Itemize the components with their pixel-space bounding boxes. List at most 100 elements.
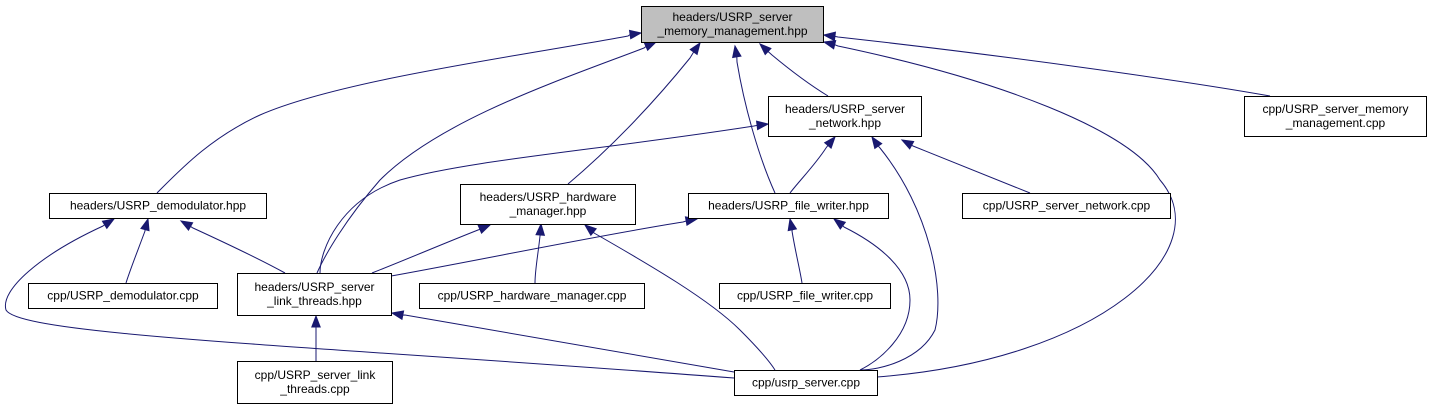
edge-arrowhead <box>732 44 742 59</box>
edge-network_hpp-to-memory_hpp <box>758 43 829 97</box>
node-hardware-cpp[interactable]: cpp/USRP_hardware_manager.cpp <box>419 283 645 309</box>
edge-arrowhead <box>583 224 598 237</box>
node-demodulator-cpp[interactable]: cpp/USRP_demodulator.cpp <box>28 283 218 309</box>
node-box[interactable] <box>419 283 645 309</box>
node-usrp-server-cpp[interactable]: cpp/usrp_server.cpp <box>734 370 878 396</box>
node-link-threads-hpp[interactable]: headers/USRP_server_link_threads.hpp <box>237 273 392 316</box>
node-label-line: headers/USRP_server <box>672 10 792 24</box>
node-label-line: _management.cpp <box>1285 116 1386 130</box>
edge-arrowhead <box>140 217 150 232</box>
node-hardware-hpp[interactable]: headers/USRP_hardware_manager.hpp <box>460 184 636 225</box>
node-label-line: headers/USRP_file_writer.hpp <box>708 199 869 213</box>
edge-arrowhead <box>832 218 847 230</box>
edge-hardware_cpp-to-hardware_hpp <box>534 222 546 284</box>
node-label-line: _network.hpp <box>808 116 881 130</box>
edge-line <box>316 46 647 274</box>
edge-usrp_server_cpp-to-demodulator_hpp <box>4 218 735 379</box>
edge-link_threads_hpp-to-hardware_hpp <box>371 224 492 274</box>
node-label-line: _manager.hpp <box>509 204 587 218</box>
node-box[interactable] <box>688 193 889 219</box>
edge-arrowhead <box>101 218 116 230</box>
edge-line <box>593 231 776 371</box>
edge-file_writer_hpp-to-network_hpp <box>789 135 836 194</box>
edge-arrowhead <box>871 135 883 150</box>
edge-arrowhead <box>822 31 837 42</box>
node-network-cpp[interactable]: cpp/USRP_server_network.cpp <box>962 193 1171 219</box>
edge-line <box>125 229 146 284</box>
node-label-line: headers/USRP_server <box>785 102 905 116</box>
edge-hardware_hpp-to-memory_hpp <box>567 41 701 185</box>
node-file-writer-hpp[interactable]: headers/USRP_file_writer.hpp <box>688 193 889 219</box>
edge-line <box>791 229 803 284</box>
node-box[interactable] <box>1244 96 1427 137</box>
node-box[interactable] <box>237 361 393 404</box>
edge-line <box>390 220 687 277</box>
edge-demodulator_hpp-to-memory_hpp <box>156 29 643 194</box>
edge-line <box>371 228 481 274</box>
edge-usrp_server_cpp-to-memory_hpp <box>822 40 1176 378</box>
edge-memory_cpp-to-memory_hpp <box>822 31 1271 97</box>
edge-link_threads_hpp-to-demodulator_hpp <box>179 220 286 274</box>
edge-arrowhead <box>311 314 321 328</box>
node-box[interactable] <box>962 193 1171 219</box>
edge-line <box>911 144 1031 194</box>
node-label-line: cpp/USRP_file_writer.cpp <box>737 289 873 303</box>
edge-arrowhead <box>823 135 836 149</box>
edge-line <box>767 51 829 97</box>
edge-arrowhead <box>758 43 772 56</box>
edge-line <box>4 224 735 379</box>
edge-file_writer_hpp-to-memory_hpp <box>732 44 776 194</box>
edge-arrowhead <box>535 222 546 236</box>
node-link-threads-cpp[interactable]: cpp/USRP_server_link_threads.cpp <box>237 361 393 404</box>
edge-arrowhead <box>179 220 194 231</box>
node-box[interactable] <box>719 283 891 309</box>
nodes-layer: headers/USRP_server_memory_management.hp… <box>28 6 1427 404</box>
edge-line <box>736 56 776 194</box>
edge-network_cpp-to-network_hpp <box>900 139 1031 194</box>
edge-line <box>190 226 286 274</box>
edge-line <box>842 225 911 371</box>
node-label-line: cpp/usrp_server.cpp <box>752 376 860 390</box>
edge-arrowhead <box>755 120 770 131</box>
edge-usrp_server_cpp-to-link_threads_hpp <box>390 310 735 373</box>
edge-arrowhead <box>822 40 837 50</box>
edge-link_threads_cpp-to-link_threads_hpp <box>311 314 321 361</box>
node-box[interactable] <box>460 184 636 225</box>
node-label-line: _link_threads.hpp <box>266 294 362 308</box>
node-demodulator-hpp[interactable]: headers/USRP_demodulator.hpp <box>49 193 267 219</box>
node-label-line: _memory_management.hpp <box>656 24 807 38</box>
edge-usrp_server_cpp-to-file_writer_hpp <box>832 218 911 371</box>
edge-line <box>859 145 939 371</box>
edge-line <box>567 51 695 185</box>
node-label-line: _threads.cpp <box>279 382 350 396</box>
node-label-line: cpp/USRP_server_link <box>255 368 377 382</box>
node-box[interactable] <box>237 273 392 316</box>
node-label-line: cpp/USRP_server_network.cpp <box>983 199 1151 213</box>
node-box[interactable] <box>28 283 218 309</box>
node-memory-hpp[interactable]: headers/USRP_server_memory_management.hp… <box>641 6 824 43</box>
edge-line <box>789 145 829 194</box>
edge-arrowhead <box>689 41 701 56</box>
node-box[interactable] <box>49 193 267 219</box>
edge-line <box>534 234 541 284</box>
node-label-line: headers/USRP_server <box>254 280 374 294</box>
edges-layer <box>4 29 1271 379</box>
edge-arrowhead <box>628 29 643 40</box>
node-box[interactable] <box>641 6 824 43</box>
edge-arrowhead <box>390 310 405 321</box>
node-box[interactable] <box>768 96 922 137</box>
edge-line <box>156 34 631 194</box>
edge-link_threads_hpp-to-network_hpp <box>319 120 770 274</box>
node-label-line: cpp/USRP_hardware_manager.cpp <box>438 289 627 303</box>
node-memory-cpp[interactable]: cpp/USRP_server_memory_management.cpp <box>1244 96 1427 137</box>
edge-arrowhead <box>787 217 798 232</box>
edge-line <box>319 124 758 274</box>
node-file-writer-cpp[interactable]: cpp/USRP_file_writer.cpp <box>719 283 891 309</box>
edge-arrowhead <box>477 224 492 235</box>
node-label-line: headers/USRP_hardware <box>480 190 617 204</box>
node-label-line: cpp/USRP_server_memory <box>1262 102 1408 116</box>
edge-link_threads_hpp-to-memory_hpp <box>316 41 658 274</box>
node-network-hpp[interactable]: headers/USRP_server_network.hpp <box>768 96 922 137</box>
node-box[interactable] <box>734 370 878 396</box>
